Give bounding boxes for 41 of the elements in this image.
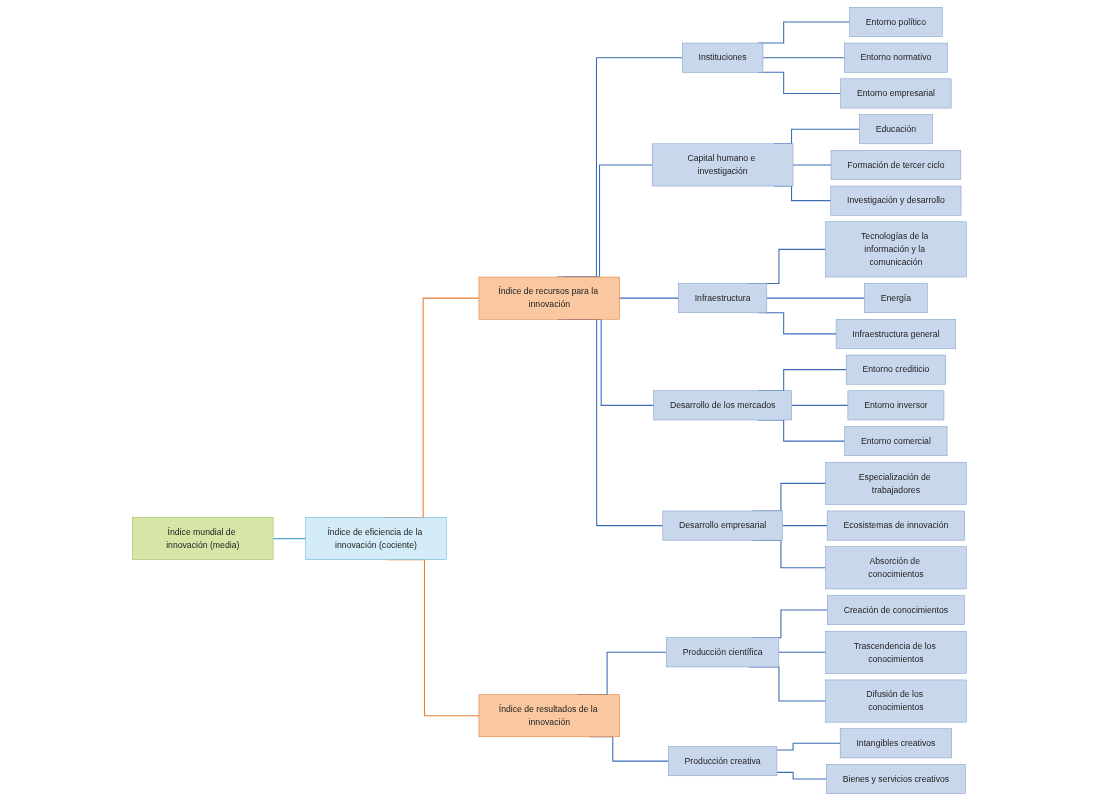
node-box: Infraestructura general	[836, 319, 957, 349]
node-box: Absorción de conocimientos	[825, 546, 967, 590]
node-box: Difusión de los conocimientos	[825, 679, 967, 723]
node-box: Entorno político	[849, 7, 943, 37]
node-box: Desarrollo empresarial	[662, 510, 783, 541]
node-box: Formación de tercer ciclo	[830, 150, 962, 180]
node-box: Trascendencia de los conocimientos	[825, 630, 967, 674]
node-box: Infraestructura	[678, 283, 768, 314]
node-box: Capital humano e investigación	[652, 143, 794, 187]
node-box: Entorno comercial	[844, 426, 948, 456]
connector	[776, 771, 828, 780]
connector	[778, 651, 827, 653]
node-box: Índice de recursos para la innovación	[478, 276, 621, 320]
node-box: Bienes y servicios creativos	[826, 764, 966, 794]
connector	[766, 297, 866, 299]
connector	[272, 538, 307, 540]
node-box: Desarrollo de los mercados	[653, 390, 793, 421]
connector	[792, 164, 832, 166]
node-box: Energía	[864, 283, 928, 314]
connector	[619, 297, 680, 299]
node-box: Entorno inversor	[847, 390, 945, 421]
node-box: Ecosistemas de innovación	[827, 510, 966, 541]
node-box: Entorno crediticio	[846, 354, 947, 385]
node-box: Producción creativa	[668, 746, 778, 777]
node-box: Índice de eficiencia de la innovación (cociente)	[305, 517, 447, 560]
connector	[782, 525, 828, 527]
node-box: Instituciones	[682, 42, 764, 73]
node-box: Creación de conocimientos	[827, 595, 965, 625]
node-box: Tecnologías de la información y la comunicación	[825, 221, 967, 278]
node-box: Investigación y desarrollo	[830, 185, 962, 216]
node-box: Producción científica	[666, 637, 780, 668]
node-box: Especialización de trabajadores	[825, 461, 967, 505]
node-box: Intangibles creativos	[840, 728, 953, 759]
connector	[762, 57, 845, 59]
node-box: Educación	[859, 114, 933, 145]
node-box: Entorno normativo	[844, 42, 948, 73]
node-box: Índice de resultados de la innovación	[478, 694, 621, 738]
connector	[776, 742, 841, 751]
connector	[791, 404, 849, 406]
node-box: Índice mundial de innovación (media)	[132, 517, 274, 560]
node-box: Entorno empresarial	[840, 78, 952, 109]
